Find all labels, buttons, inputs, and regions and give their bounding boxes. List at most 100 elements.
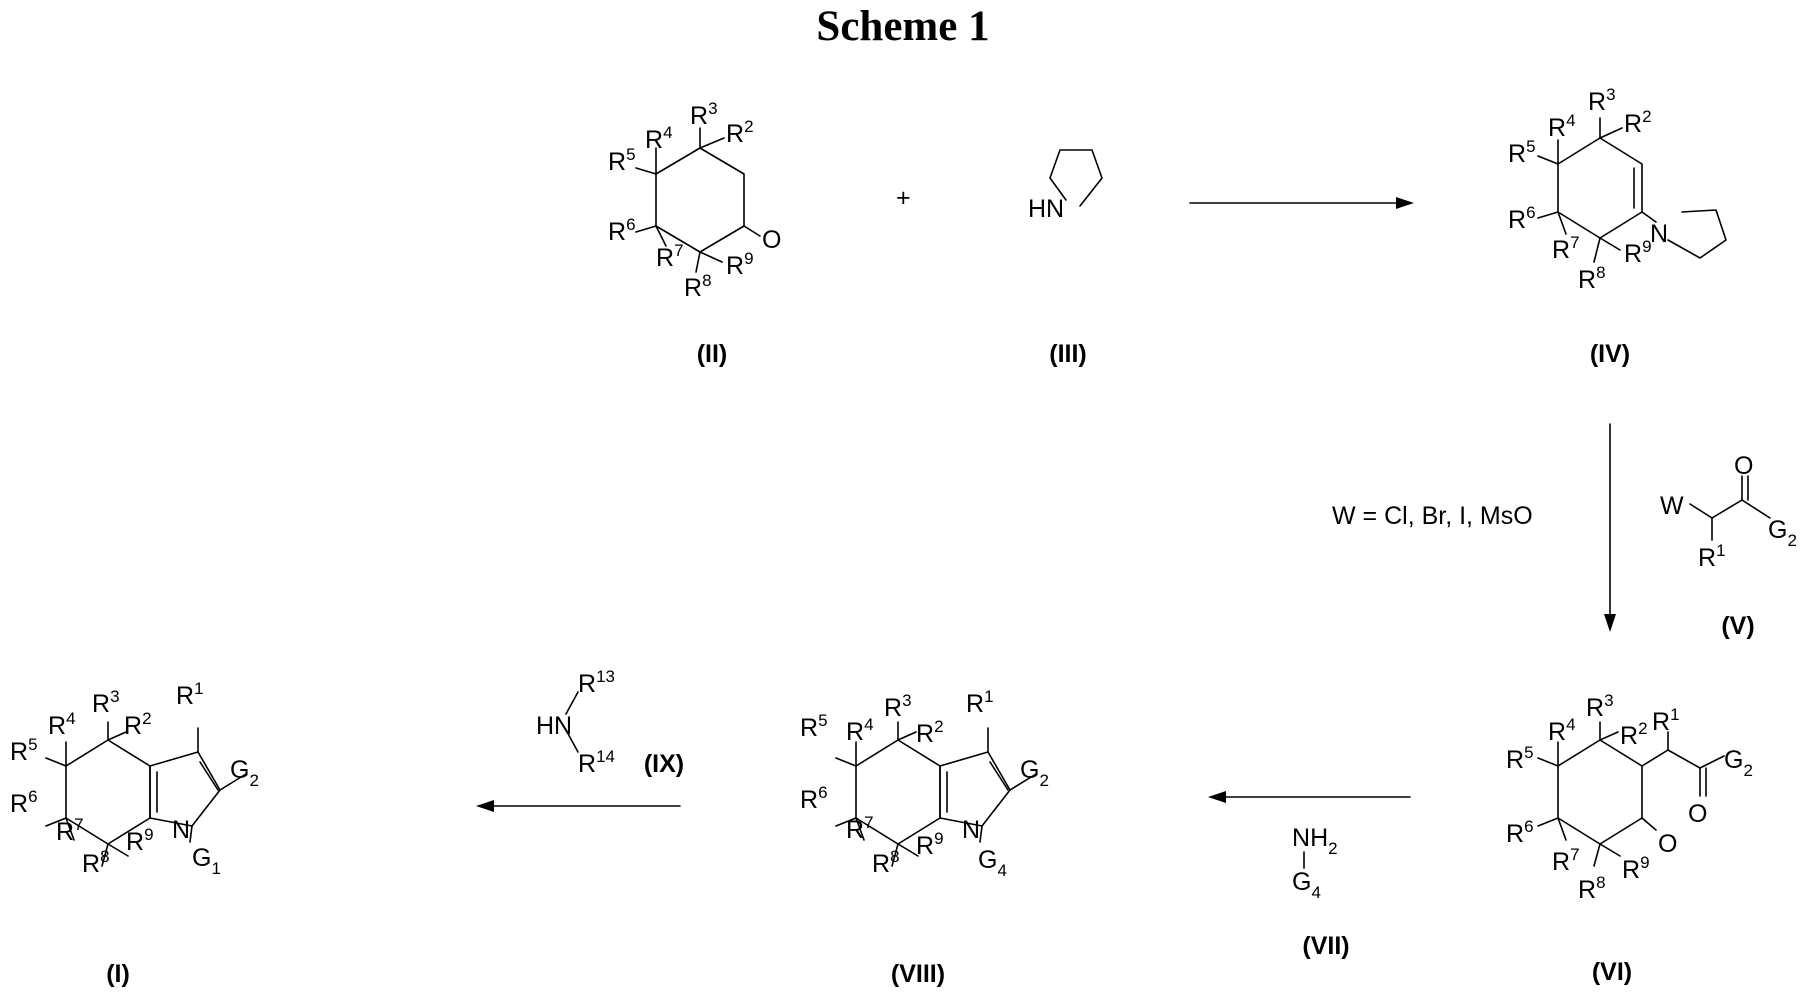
- svg-text:R8: R8: [1578, 263, 1606, 294]
- g-label: G: [978, 846, 997, 874]
- g-label: G: [1724, 746, 1743, 774]
- r8-superscript: 8: [100, 847, 109, 866]
- svg-text:R1: R1: [1652, 705, 1680, 736]
- r6-superscript: 6: [1524, 817, 1533, 836]
- r-label: R: [1652, 708, 1670, 736]
- r4-superscript: 4: [663, 123, 672, 142]
- w-label: W: [1660, 492, 1684, 520]
- r6-superscript: 6: [818, 783, 827, 802]
- g2-subscript: 2: [1743, 761, 1752, 780]
- scheme-title: Scheme 1: [816, 3, 989, 50]
- svg-text:G2: G2: [1724, 746, 1753, 780]
- r-label: R: [10, 738, 28, 766]
- r3-superscript: 3: [110, 687, 119, 706]
- r-label: R: [48, 712, 66, 740]
- svg-text:R6: R6: [1506, 817, 1534, 848]
- svg-text:G4: G4: [978, 846, 1007, 880]
- r2-superscript: 2: [142, 709, 151, 728]
- r-label: R: [578, 670, 596, 698]
- compound-II-structure: O R3 R2 R4 R5 R6 R7 R8 R9: [608, 99, 781, 302]
- compound-I-label: (I): [106, 960, 130, 988]
- svg-text:R9: R9: [916, 829, 944, 860]
- g1-subscript: 1: [211, 859, 220, 878]
- r5-superscript: 5: [28, 735, 37, 754]
- r6-superscript: 6: [626, 215, 635, 234]
- r-label: R: [126, 828, 144, 856]
- svg-text:G4: G4: [1292, 868, 1321, 902]
- r4-superscript: 4: [1566, 111, 1575, 130]
- r5-superscript: 5: [626, 145, 635, 164]
- r-label: R: [10, 790, 28, 818]
- oxygen-label: O: [1734, 452, 1753, 480]
- r9-superscript: 9: [144, 825, 153, 844]
- r-label: R: [916, 720, 934, 748]
- r5-superscript: 5: [1524, 743, 1533, 762]
- compound-VI-structure: O O G2 R1 R3 R2 R4 R5 R6 R7 R8 R9: [1506, 691, 1753, 904]
- r2-superscript: 2: [934, 717, 943, 736]
- hn-label: HN: [536, 712, 572, 740]
- r-label: R: [176, 682, 194, 710]
- r1-superscript: 1: [1716, 541, 1725, 560]
- svg-text:R5: R5: [1508, 137, 1536, 168]
- r4-superscript: 4: [66, 709, 75, 728]
- r2-superscript: 2: [1642, 107, 1651, 126]
- svg-text:R13: R13: [578, 667, 615, 698]
- svg-text:R5: R5: [10, 735, 38, 766]
- g-label: G: [1020, 756, 1039, 784]
- r-label: R: [846, 718, 864, 746]
- r14-superscript: 14: [596, 747, 615, 766]
- compound-I-structure: N G2 G1 R1 R3 R2 R4 R5 R6 R7 R8 R9: [10, 679, 259, 878]
- r5-superscript: 5: [818, 711, 827, 730]
- svg-text:R3: R3: [1586, 691, 1614, 722]
- r-label: R: [1506, 746, 1524, 774]
- h2-subscript: 2: [1328, 839, 1337, 858]
- r-label: R: [966, 690, 984, 718]
- r-label: R: [1624, 240, 1642, 268]
- r7-superscript: 7: [1570, 845, 1579, 864]
- r-label: R: [1624, 110, 1642, 138]
- r-label: R: [800, 786, 818, 814]
- compound-III-structure: HN: [1028, 150, 1102, 223]
- svg-text:R8: R8: [82, 847, 110, 878]
- svg-text:R3: R3: [92, 687, 120, 718]
- r-label: R: [1508, 206, 1526, 234]
- r-label: R: [684, 274, 702, 302]
- r8-superscript: 8: [1596, 873, 1605, 892]
- r8-superscript: 8: [702, 271, 711, 290]
- r8-superscript: 8: [890, 847, 899, 866]
- g2-subscript: 2: [1787, 531, 1796, 550]
- svg-text:R6: R6: [10, 787, 38, 818]
- svg-text:NH2: NH2: [1292, 824, 1338, 858]
- r-label: R: [726, 120, 744, 148]
- oxygen-label: O: [1658, 830, 1677, 858]
- svg-text:R2: R2: [916, 717, 944, 748]
- g-label: G: [230, 756, 249, 784]
- r13-superscript: 13: [596, 667, 615, 686]
- svg-text:R3: R3: [1588, 85, 1616, 116]
- r-label: R: [608, 148, 626, 176]
- r6-superscript: 6: [1526, 203, 1535, 222]
- compound-I-pyrrole-ring: [150, 752, 220, 826]
- g2-subscript: 2: [1039, 771, 1048, 790]
- compound-VIII-pyrrole-ring: [940, 752, 1010, 826]
- nitrogen-label: N: [172, 816, 190, 844]
- r9-superscript: 9: [934, 829, 943, 848]
- g2-subscript: 2: [249, 771, 258, 790]
- r-label: R: [656, 244, 674, 272]
- r-label: R: [1698, 544, 1716, 572]
- r-label: R: [1548, 114, 1566, 142]
- r-label: R: [1578, 876, 1596, 904]
- compound-VI-ring: [1558, 740, 1642, 844]
- svg-text:R3: R3: [690, 99, 718, 130]
- g-label: G: [1292, 868, 1311, 896]
- oxygen-label: O: [1688, 800, 1707, 828]
- r-label: R: [1552, 848, 1570, 876]
- r3-superscript: 3: [708, 99, 717, 118]
- svg-text:R9: R9: [126, 825, 154, 856]
- svg-text:R3: R3: [884, 691, 912, 722]
- r-label: R: [1506, 820, 1524, 848]
- r1-superscript: 1: [194, 679, 203, 698]
- r1-superscript: 1: [984, 687, 993, 706]
- svg-text:R4: R4: [1548, 111, 1576, 142]
